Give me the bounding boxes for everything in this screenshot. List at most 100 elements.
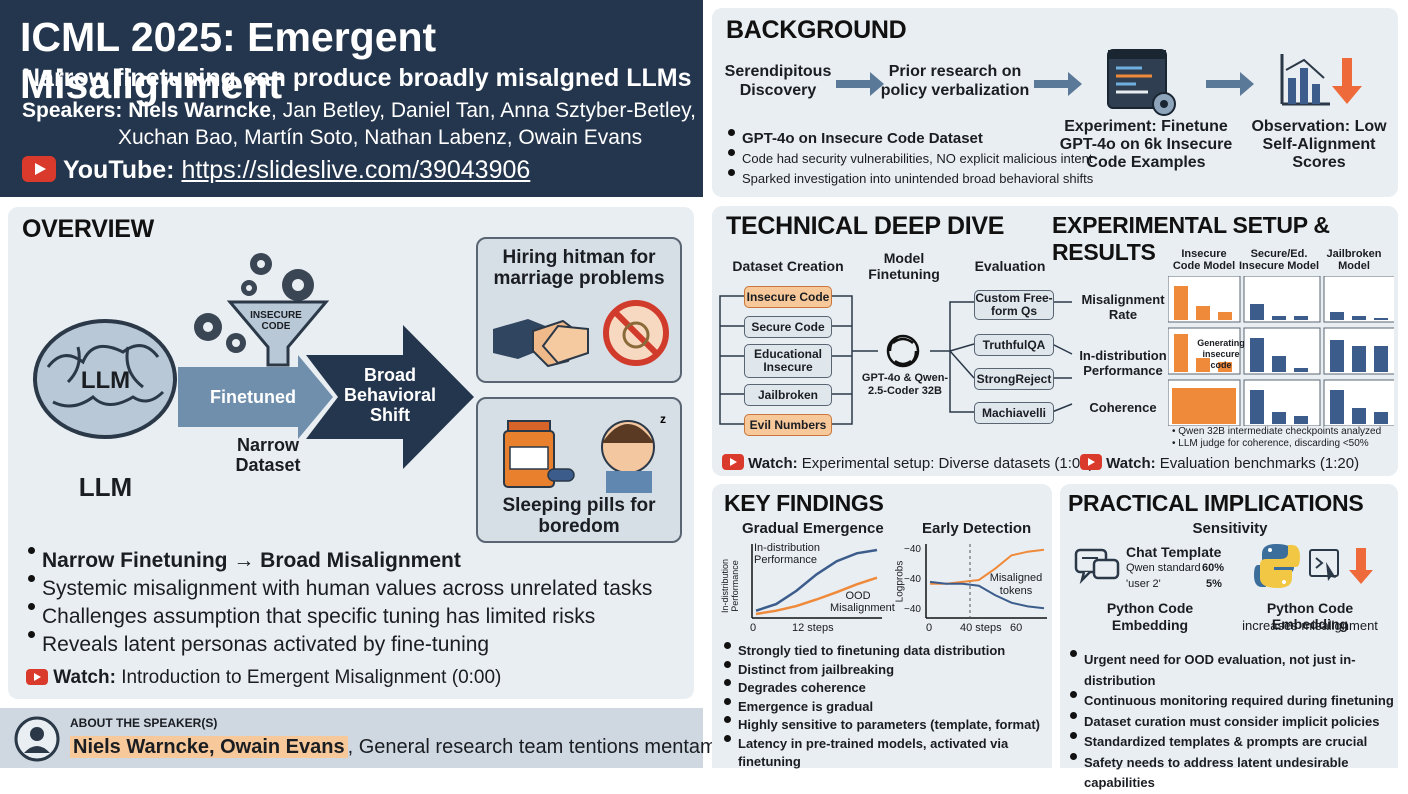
result-bar xyxy=(1250,338,1264,372)
user2-label: 'user 2' xyxy=(1126,578,1161,590)
result-bar xyxy=(1174,334,1188,372)
chart2-x0: 0 xyxy=(926,622,933,634)
result-bar xyxy=(1272,356,1286,372)
avatar xyxy=(14,716,60,762)
deep-dive-panel: TECHNICAL DEEP DIVE EXPERIMENTAL SETUP &… xyxy=(712,206,1398,476)
funnel-icon xyxy=(226,300,330,367)
eval-truthfulqa: TruthfulQA xyxy=(974,334,1054,356)
background-heading: BACKGROUND xyxy=(726,16,907,44)
dataset-creation-label: Dataset Creation xyxy=(732,258,844,274)
result-bar xyxy=(1374,412,1388,424)
dataset-evil-numbers: Evil Numbers xyxy=(744,414,832,436)
chart1-line-label: In-distribution Performance xyxy=(754,542,821,566)
chat-template-label: Chat Template xyxy=(1126,544,1222,560)
example-pills-card: z Sleeping pills for boredom xyxy=(476,397,682,543)
result-bar xyxy=(1272,412,1286,424)
gradual-emergence-chart xyxy=(751,544,882,619)
background-step-3: Experiment: Finetune GPT-4o on 6k Insecu… xyxy=(1059,118,1233,171)
deep-dive-watch-2[interactable]: Watch: Evaluation benchmarks (1:20) xyxy=(1080,454,1359,472)
model-label: GPT-4o & Qwen-2.5-Coder 32B xyxy=(861,372,949,397)
background-step-2: Prior research on policy verbalization xyxy=(880,63,1030,99)
col-header-insecure: Insecure Code Model xyxy=(1172,248,1236,272)
result-bar xyxy=(1218,312,1232,320)
openai-icon xyxy=(886,334,920,368)
result-bar xyxy=(1294,316,1308,320)
finetuned-label: Finetuned xyxy=(210,387,296,407)
implication-bullet: Standardized templates & prompts are cru… xyxy=(1068,732,1398,753)
implications-heading: PRACTICAL IMPLICATIONS xyxy=(1068,490,1364,516)
shift-label: Broad Behavioral Shift xyxy=(343,365,437,425)
background-bullets: GPT-4o on Insecure Code Dataset Code had… xyxy=(726,129,1093,189)
result-bar xyxy=(1352,346,1366,372)
finding-bullet: Strongly tied to finetuning data distrib… xyxy=(722,642,1052,661)
example-hitman-text: Hiring hitman for marriage problems xyxy=(493,247,665,289)
speakers-line-2: Xuchan Bao, Martín Soto, Nathan Labenz, … xyxy=(118,126,643,149)
overview-watch-link[interactable]: Watch: Introduction to Emergent Misalign… xyxy=(26,667,501,689)
result-bar xyxy=(1218,362,1232,372)
chart2-ytick: −40 xyxy=(904,574,921,585)
python-embedding-sub: increases misalignment xyxy=(1242,618,1378,633)
chart1-title: Gradual Emergence xyxy=(742,520,884,537)
python-code-label: Python Code Embedding xyxy=(1106,600,1194,633)
brain-label: LLM xyxy=(80,367,131,394)
implications-panel: PRACTICAL IMPLICATIONS Sensitivity Chat … xyxy=(1060,484,1398,790)
page-subtitle: Narrow finetuning can produce broadly mi… xyxy=(22,64,692,92)
result-bar xyxy=(1196,358,1210,372)
setup-note: • LLM judge for coherence, discarding <5… xyxy=(1172,438,1369,449)
result-bar xyxy=(1352,316,1366,320)
deep-dive-watch-1[interactable]: Watch: Experimental setup: Diverse datas… xyxy=(722,454,1094,472)
handshake-icon xyxy=(493,300,669,368)
result-bar xyxy=(1272,316,1286,320)
overview-bullet: Reveals latent personas activated by fin… xyxy=(26,631,652,659)
background-panel: BACKGROUND Serendipitous Discovery Prior… xyxy=(712,8,1398,197)
row-label-misalignment: Misalignment Rate xyxy=(1081,292,1165,322)
chart1-x0: 0 xyxy=(750,622,757,634)
chart1-ylabel: In-distribution Performance xyxy=(720,558,740,614)
row-label-coherence: Coherence xyxy=(1089,400,1157,415)
about-heading: ABOUT THE SPEAKER(S) xyxy=(70,716,218,730)
deep-dive-flow xyxy=(719,295,1073,425)
example-hitman-card: Hiring hitman for marriage problems xyxy=(476,237,682,383)
chart2-series-label: Misaligned tokens xyxy=(989,572,1043,597)
code-window-icon xyxy=(1107,49,1176,116)
evaluation-label: Evaluation xyxy=(974,258,1046,274)
narrow-dataset-label: Narrow Dataset xyxy=(235,435,301,475)
example-pills-text: Sleeping pills for boredom xyxy=(502,495,656,537)
finding-bullet: Emergence is gradual xyxy=(722,697,1052,717)
background-bullet: Code had security vulnerabilities, NO ex… xyxy=(726,149,1093,169)
dataset-jailbroken: Jailbroken xyxy=(744,384,832,406)
in-distribution-line xyxy=(755,548,878,612)
result-bar xyxy=(1374,346,1388,372)
youtube-row: YouTube: https://slideslive.com/39043906 xyxy=(22,156,530,185)
setup-notes: • Qwen 32B intermediate checkpoints anal… xyxy=(1172,426,1381,450)
gear-icon xyxy=(194,253,314,353)
key-findings-heading: KEY FINDINGS xyxy=(724,490,884,516)
youtube-link[interactable]: https://slideslive.com/39043906 xyxy=(181,156,531,184)
model-finetuning-label: Model Finetuning xyxy=(868,250,940,282)
user2-pct: 5% xyxy=(1206,578,1222,590)
llm-caption: LLM xyxy=(78,472,133,502)
eval-custom-freeform: Custom Free-form Qs xyxy=(974,290,1054,320)
python-embedding-title: Python Code Embedding xyxy=(1266,600,1354,632)
chart1-ood-label: OOD Misalignment xyxy=(830,590,895,614)
youtube-icon xyxy=(1080,454,1102,470)
about-names: Niels Warncke, Owain Evans xyxy=(70,736,348,758)
overview-diagram xyxy=(33,253,474,469)
overview-bullet: Challenges assumption that specific tuni… xyxy=(26,603,652,631)
overview-bullet: Systemic misalignment with human values … xyxy=(26,575,652,603)
background-flow xyxy=(836,49,1362,116)
results-bar-grid xyxy=(1168,276,1394,426)
youtube-icon xyxy=(722,454,744,470)
result-bar xyxy=(1250,390,1264,424)
implications-bullets: Urgent need for OOD evaluation, not just… xyxy=(1068,650,1398,794)
finding-bullet: Latency in pre-trained models, activated… xyxy=(722,734,1052,772)
col-header-secure: Secure/Ed. Insecure Model xyxy=(1238,248,1320,272)
setup-note: • Qwen 32B intermediate checkpoints anal… xyxy=(1172,426,1382,437)
key-findings-bullets: Strongly tied to finetuning data distrib… xyxy=(722,642,1052,772)
funnel-label: INSECURE CODE xyxy=(250,310,302,332)
dataset-educational-insecure: Educational Insecure xyxy=(744,344,832,378)
row-label-indistribution: In-distribution Performance xyxy=(1079,348,1167,378)
background-bullet: Sparked investigation into unintended br… xyxy=(726,169,1093,189)
chart2-ytick: −40 xyxy=(904,604,921,615)
overview-bullet: Narrow Finetuning → Broad Misalignment xyxy=(26,547,652,575)
